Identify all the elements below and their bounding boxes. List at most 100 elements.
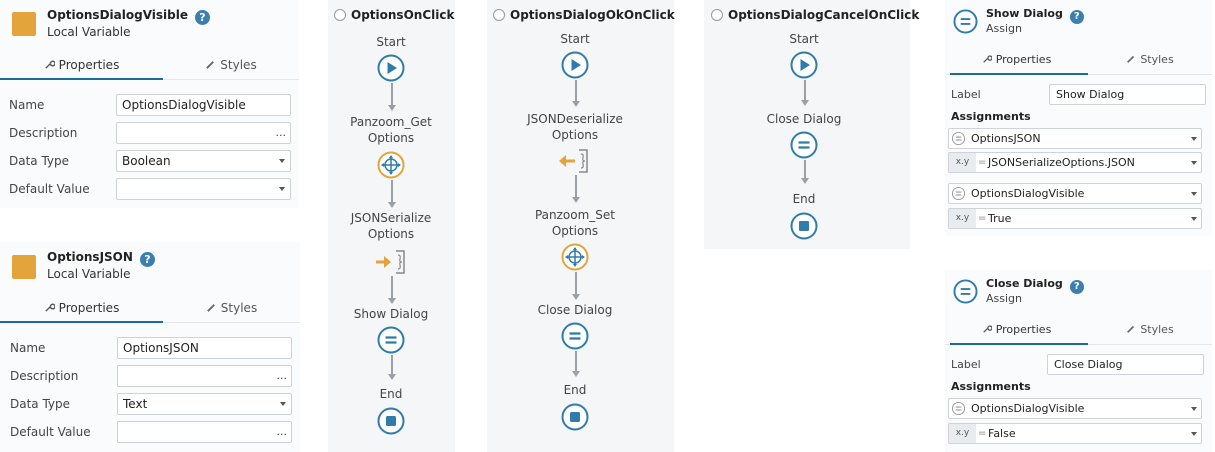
- default-value-select[interactable]: [116, 178, 291, 200]
- start-label: Start: [789, 32, 819, 46]
- description-field[interactable]: ...: [117, 365, 292, 387]
- data-type-label: Data Type: [10, 397, 71, 411]
- assign-node-icon[interactable]: [377, 326, 405, 354]
- flow-title: OptionsDialogCancelOnClick: [711, 8, 919, 22]
- node-label-line: JSONDeserialize: [527, 112, 623, 126]
- flow-circle-icon: [493, 9, 505, 21]
- variable-title: OptionsJSON?: [47, 250, 155, 267]
- default-value-row: Default Value ...: [0, 421, 300, 443]
- tab-properties[interactable]: Properties: [0, 50, 163, 80]
- description-field[interactable]: ...: [116, 122, 291, 144]
- client-action-node-icon[interactable]: [377, 151, 405, 179]
- assignment-variable-select[interactable]: OptionsDialogVisible: [948, 183, 1202, 204]
- tab-properties-label: Properties: [995, 53, 1052, 66]
- default-value-field[interactable]: ...: [117, 421, 292, 443]
- assign-icon: [953, 9, 978, 34]
- end-node-icon[interactable]: [790, 212, 818, 240]
- end-node-icon[interactable]: [561, 403, 589, 431]
- assignment-variable: OptionsDialogVisible: [971, 187, 1085, 200]
- tab-styles[interactable]: Styles: [163, 293, 300, 323]
- node-label-line: Options: [367, 227, 415, 241]
- expression-icon: x.y: [949, 153, 976, 172]
- label-label: Label: [951, 358, 981, 371]
- connector-arrow: [801, 178, 809, 184]
- end-label: End: [792, 192, 816, 206]
- equals-sign: =: [978, 213, 987, 224]
- tab-properties[interactable]: Properties: [0, 293, 163, 323]
- brush-icon: [1127, 325, 1135, 333]
- flow-circle-icon: [711, 9, 723, 21]
- label-field[interactable]: Close Dialog: [1047, 354, 1204, 375]
- tab-styles-label: Styles: [220, 58, 257, 72]
- expression-icon: x.y: [949, 209, 976, 228]
- assignment-value-select[interactable]: x.y = False: [948, 423, 1202, 444]
- active-tab-indicator: [950, 73, 1088, 75]
- assign-variable-icon: [951, 131, 966, 146]
- chevron-down-icon: [1191, 432, 1197, 436]
- tab-properties[interactable]: Properties: [945, 45, 1088, 75]
- more-dots: ...: [276, 369, 288, 382]
- flow-title: OptionsOnClick: [334, 8, 454, 22]
- connector-arrow: [388, 202, 396, 208]
- description-label: Description: [9, 126, 78, 140]
- connector-arrow: [572, 101, 580, 107]
- label-field[interactable]: Show Dialog: [1049, 84, 1206, 105]
- start-node-icon[interactable]: [561, 51, 589, 79]
- help-icon[interactable]: ?: [139, 252, 155, 267]
- active-tab-indicator: [0, 78, 163, 80]
- name-label: Name: [9, 98, 45, 112]
- assignment-value: False: [988, 427, 1016, 440]
- data-type-value: Text: [123, 397, 148, 411]
- variable-properties-panel-options-json: OptionsJSON? Local Variable Properties S…: [0, 242, 300, 452]
- node-label-close-dialog: Close Dialog: [766, 112, 842, 126]
- assign-node-icon[interactable]: [790, 131, 818, 159]
- wrench-icon: [982, 55, 993, 63]
- assign-title: Close Dialog?: [986, 277, 1084, 294]
- more-dots: ...: [276, 425, 288, 438]
- node-label-line: Panzoom_Get: [350, 115, 432, 129]
- flow-options-dialog-ok-on-click: OptionsDialogOkOnClick: [487, 0, 675, 452]
- tab-styles[interactable]: Styles: [1088, 315, 1212, 345]
- name-field[interactable]: OptionsDialogVisible: [116, 94, 291, 116]
- connector: [575, 80, 577, 102]
- assignment-variable-select[interactable]: OptionsDialogVisible: [948, 398, 1202, 419]
- tab-styles[interactable]: Styles: [1088, 45, 1212, 75]
- json-deserialize-node-icon[interactable]: [557, 148, 591, 174]
- tab-properties[interactable]: Properties: [945, 315, 1088, 345]
- properties-tabs: Properties Styles: [945, 315, 1212, 345]
- assign-node-icon[interactable]: [561, 322, 589, 350]
- start-node-icon[interactable]: [377, 54, 405, 82]
- name-field[interactable]: OptionsJSON: [117, 337, 292, 359]
- connector: [391, 83, 393, 105]
- variable-header: OptionsDialogVisible? Local Variable: [0, 0, 299, 48]
- help-icon[interactable]: ?: [1069, 10, 1084, 24]
- help-icon[interactable]: ?: [194, 10, 210, 25]
- json-serialize-node-icon[interactable]: [374, 249, 408, 275]
- wrench-icon: [45, 303, 56, 312]
- end-node-icon[interactable]: [377, 407, 405, 435]
- local-variable-icon: [12, 255, 36, 279]
- connector-arrow: [572, 371, 580, 377]
- assignment-variable-select[interactable]: OptionsJSON: [948, 128, 1202, 149]
- assign-subtitle: Assign: [986, 292, 1022, 305]
- assignments-heading: Assignments: [951, 110, 1031, 123]
- connector-arrow: [388, 105, 396, 111]
- start-label: Start: [560, 32, 590, 46]
- tab-styles-label: Styles: [1140, 323, 1174, 336]
- client-action-node-icon[interactable]: [561, 243, 589, 271]
- end-label: End: [563, 383, 587, 397]
- help-icon[interactable]: ?: [1069, 280, 1084, 294]
- assignment-value-select[interactable]: x.y = JSONSerializeOptions.JSON: [948, 152, 1202, 173]
- assignment-value-select[interactable]: x.y = True: [948, 208, 1202, 229]
- data-type-select[interactable]: Text: [117, 393, 292, 415]
- data-type-select[interactable]: Boolean: [116, 150, 291, 172]
- tab-properties-label: Properties: [995, 323, 1052, 336]
- default-value-label: Default Value: [9, 182, 90, 196]
- tab-styles[interactable]: Styles: [163, 50, 299, 80]
- data-type-value: Boolean: [122, 154, 171, 168]
- connector-arrow: [572, 197, 580, 203]
- start-node-icon[interactable]: [790, 51, 818, 79]
- connector-arrow: [572, 294, 580, 300]
